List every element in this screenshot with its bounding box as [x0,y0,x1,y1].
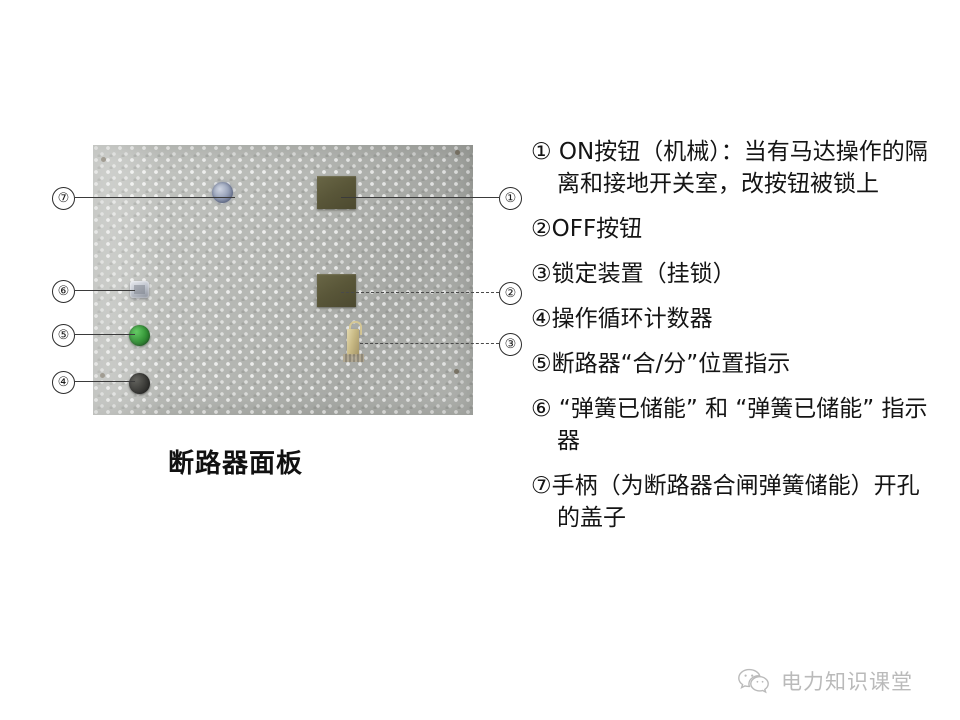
panel-screw-bottom-right [454,369,459,374]
legend-item-7-text: ⑦手柄（为断路器合闸弹簧储能）开孔的盖子 [531,473,920,531]
leader-line-1 [341,197,499,198]
legend-item-3-text: ③锁定装置（挂锁） [531,261,736,287]
figure-caption: 断路器面板 [168,449,304,479]
panel-screw-top-left [101,157,106,162]
legend-item-4: ④操作循环计数器 [531,303,931,335]
legend-item-5: ⑤断路器“合/分”位置指示 [531,348,931,380]
callout-number-7: ⑦ [52,187,75,210]
breaker-panel-figure [93,145,473,415]
legend-item-6-text: ⑥ “弹簧已储能” 和 “弹簧已储能” 指示器 [531,396,928,454]
handle-hole-cover[interactable] [212,182,233,203]
legend-item-3: ③锁定装置（挂锁） [531,258,931,290]
leader-line-6 [75,290,135,291]
legend-item-2-text: ②OFF按钮 [531,216,643,242]
legend-item-2: ②OFF按钮 [531,213,931,245]
legend-item-7: ⑦手柄（为断路器合闸弹簧储能）开孔的盖子 [531,470,931,534]
panel-screw-top-right [455,150,460,155]
callout-number-3: ③ [499,333,522,356]
callout-number-2: ② [499,282,522,305]
padlock-locking-device[interactable] [343,321,364,362]
padlock-body-icon [347,329,359,355]
breaker-panel-photo [93,145,473,415]
spring-charged-indicator [130,281,149,298]
legend-item-1-text: ① ON按钮（机械）：当有马达操作的隔离和接地开关室，改按钮被锁上 [531,139,928,197]
leader-line-5 [75,334,135,335]
open-close-position-indicator [129,325,150,346]
operation-cycle-counter [129,373,150,394]
callout-number-1: ① [499,187,522,210]
on-button[interactable] [317,176,356,209]
wechat-icon [737,668,771,694]
legend-list: ① ON按钮（机械）：当有马达操作的隔离和接地开关室，改按钮被锁上 ②OFF按钮… [531,136,931,547]
legend-item-5-text: ⑤断路器“合/分”位置指示 [531,351,791,377]
leader-line-2 [341,292,499,293]
legend-item-1: ① ON按钮（机械）：当有马达操作的隔离和接地开关室，改按钮被锁上 [531,136,931,200]
leader-line-4 [75,381,135,382]
leader-line-3 [360,343,499,344]
padlock-base [343,354,364,362]
callout-number-5: ⑤ [52,324,75,347]
watermark: 电力知识课堂 [737,666,913,696]
off-button[interactable] [317,274,356,307]
legend-item-6: ⑥ “弹簧已储能” 和 “弹簧已储能” 指示器 [531,393,931,457]
panel-screw-bottom-left [100,373,105,378]
padlock-shackle-icon [349,321,362,335]
legend-item-4-text: ④操作循环计数器 [531,306,713,332]
callout-number-4: ④ [52,371,75,394]
watermark-text: 电力知识课堂 [781,670,913,694]
leader-line-7 [75,197,235,198]
callout-number-6: ⑥ [52,280,75,303]
